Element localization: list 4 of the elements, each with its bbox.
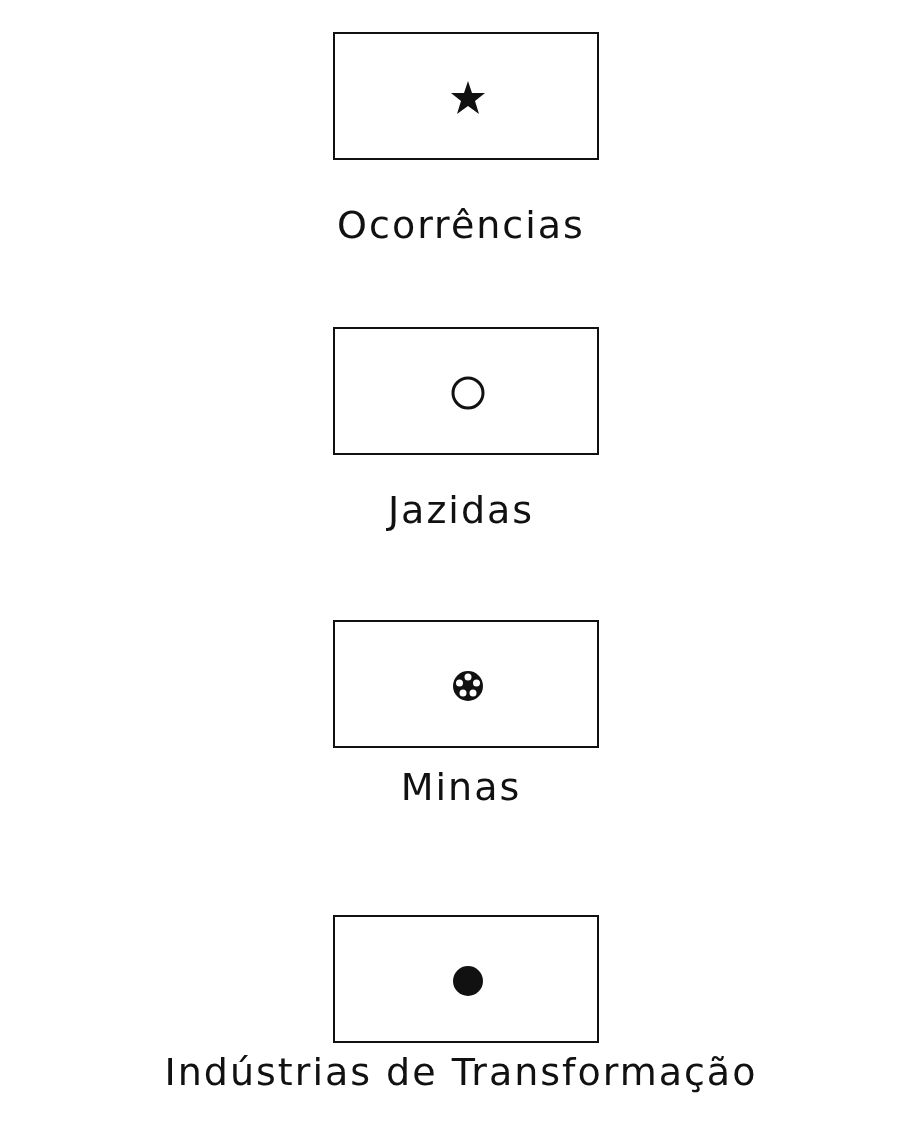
legend-label: Indústrias de Transformação [163,1050,759,1094]
legend-label: Ocorrências [336,203,586,247]
legend-label: Minas [399,765,523,809]
legend-label: Jazidas [385,488,536,532]
